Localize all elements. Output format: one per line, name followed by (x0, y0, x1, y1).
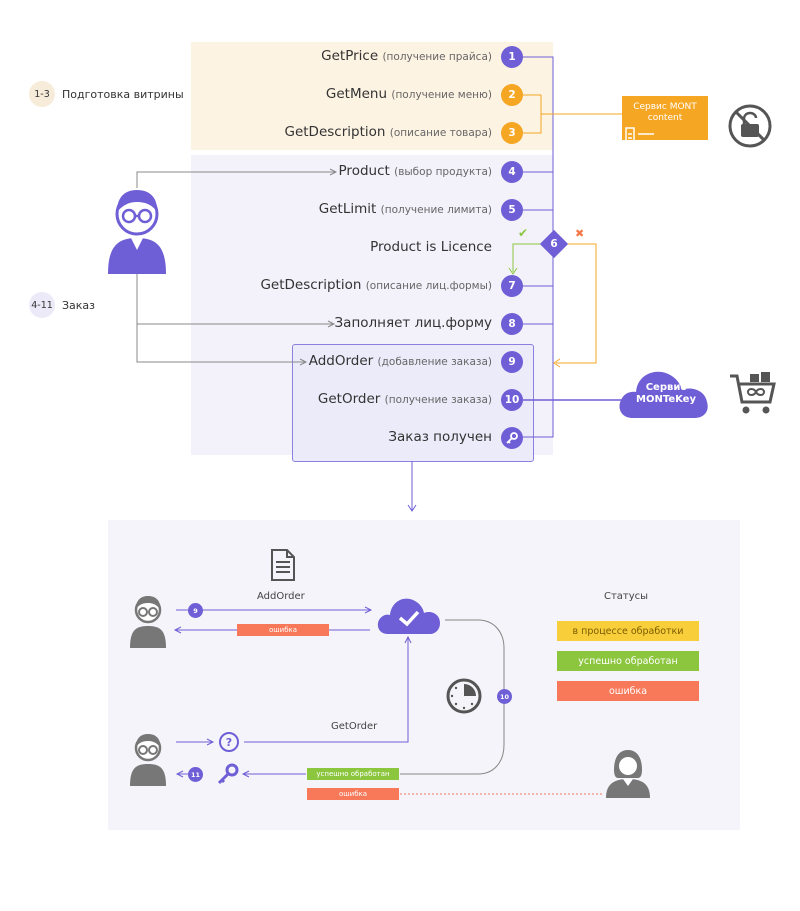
shopping-cart-icon (730, 372, 776, 414)
step-2-badge: 2 (501, 84, 523, 106)
step-5-label: GetLimit (получение лимита) (318, 201, 492, 217)
status-success: успешно обработан (557, 651, 699, 671)
status-error: ошибка (557, 681, 699, 701)
addorder-label: AddOrder (257, 591, 305, 602)
bottom-key-icon (217, 763, 239, 785)
bottom-step-9-badge: 9 (188, 603, 203, 618)
step-9-label: AddOrder (добавление заказа) (308, 353, 492, 369)
montekey-cloud-icon (619, 371, 708, 418)
bottom-step-11-badge: 11 (188, 767, 203, 782)
step-8-label: Заполняет лиц.форму (334, 315, 492, 331)
operator-icon (606, 750, 650, 798)
cloud-check-icon (377, 598, 440, 634)
user-bottom-icon (130, 734, 166, 786)
showcase-panel (191, 42, 553, 150)
step-8-badge: 8 (501, 313, 523, 335)
user-avatar-icon (108, 190, 166, 274)
clock-icon (446, 678, 482, 714)
flow-connectors (136, 56, 625, 512)
step-1-badge: 1 (501, 46, 523, 68)
step-10-badge: 10 (501, 389, 523, 411)
decision-yes-icon: ✔ (518, 226, 529, 240)
step-2-label: GetMenu (получение меню) (325, 86, 492, 102)
key-icon (501, 427, 523, 449)
step-6-badge: 6 (550, 238, 558, 250)
step-4-badge: 4 (501, 161, 523, 183)
step-11-label: Заказ получен (388, 429, 492, 445)
bottom-step-10-badge: 10 (497, 689, 512, 704)
step-7-label: GetDescription (описание лиц.формы) (260, 277, 492, 293)
question-icon: ? (219, 732, 239, 752)
step-5-badge: 5 (501, 199, 523, 221)
mont-content-service: Сервис MONT content (622, 96, 708, 140)
status-in-progress: в процессе обработки (557, 621, 699, 641)
step-3-badge: 3 (501, 122, 523, 144)
addorder-error-tag: ошибка (237, 624, 329, 636)
section-1-3-badge: 1-3 (29, 81, 55, 107)
step-1-label: GetPrice (получение прайса) (321, 48, 492, 64)
step-9-badge: 9 (501, 351, 523, 373)
user-top-icon (130, 596, 166, 648)
document-icon (625, 127, 654, 147)
order-status-panel (108, 520, 740, 830)
section-1-3-label: Подготовка витрины (62, 88, 184, 101)
step-4-label: Product (выбор продукта) (338, 163, 492, 179)
section-4-11-badge: 4-11 (29, 292, 55, 318)
step-10-label: GetOrder (получение заказа) (317, 391, 492, 407)
no-lock-icon (728, 104, 772, 148)
step-3-label: GetDescription (описание товара) (284, 124, 492, 140)
step-7-badge: 7 (501, 275, 523, 297)
step-6-label: Product is Licence (370, 239, 492, 255)
getorder-success-tag: успешно обработан (307, 768, 399, 780)
statuses-title: Статусы (604, 591, 649, 602)
addorder-document-icon (271, 549, 295, 581)
decision-no-icon: ✖ (575, 227, 585, 240)
getorder-error-tag: ошибка (307, 788, 399, 800)
order-subprocess-box (292, 344, 534, 462)
montekey-service-label: Сервис MONTeKey (636, 382, 696, 405)
getorder-label: GetOrder (331, 721, 378, 732)
section-4-11-label: Заказ (62, 299, 96, 312)
